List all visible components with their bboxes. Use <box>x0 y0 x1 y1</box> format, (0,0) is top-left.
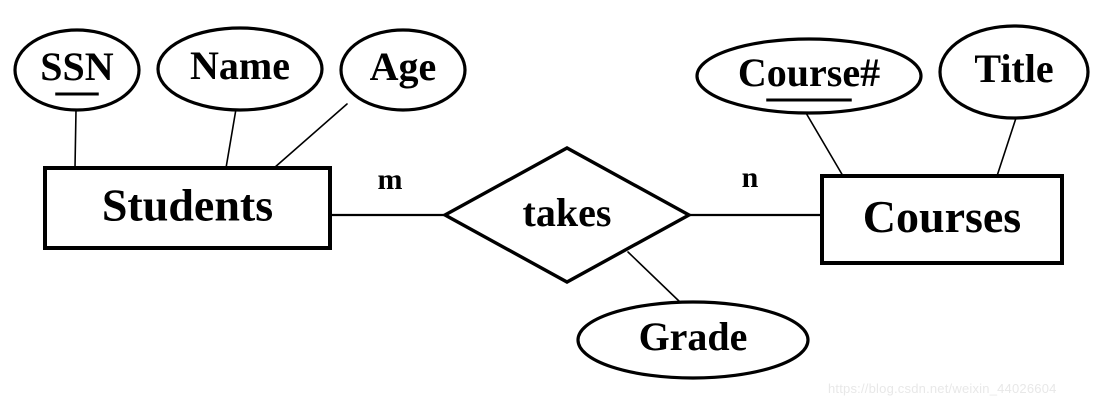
attribute-label-name: Name <box>190 43 290 88</box>
attribute-course-number[interactable]: Course# <box>695 37 923 115</box>
connector-name-students <box>225 108 237 169</box>
entity-box-students <box>43 166 332 250</box>
attribute-title[interactable]: Title <box>938 24 1090 120</box>
entity-box-courses <box>820 174 1064 265</box>
connectors-layer <box>74 103 1017 304</box>
attribute-ellipse-grade <box>576 300 810 380</box>
attribute-label-title: Title <box>974 46 1053 91</box>
attribute-age[interactable]: Age <box>339 28 467 112</box>
connector-title-courses <box>996 117 1017 177</box>
entities-layer: Students Courses <box>43 166 1064 265</box>
attribute-ellipse-title <box>938 24 1090 120</box>
relationship-takes[interactable]: takes <box>441 146 693 284</box>
attribute-grade[interactable]: Grade <box>576 300 810 380</box>
attribute-name[interactable]: Name <box>156 26 324 112</box>
attribute-ellipse-age <box>339 28 467 112</box>
entity-label-courses: Courses <box>863 191 1021 242</box>
cardinality-label-n: n <box>742 161 759 194</box>
attribute-label-grade: Grade <box>639 314 748 359</box>
connector-ssn-students <box>74 109 77 169</box>
watermark-url: https://blog.csdn.net/weixin_44026604 <box>828 381 1057 396</box>
connector-takes-grade <box>627 251 682 304</box>
attribute-ellipse-ssn <box>13 28 141 112</box>
relationships-layer: takes <box>441 146 693 284</box>
entity-students[interactable]: Students <box>43 166 332 250</box>
relationship-label-takes: takes <box>523 190 612 235</box>
attribute-ellipse-course-number <box>695 37 923 115</box>
attribute-ellipse-name <box>156 26 324 112</box>
attribute-label-age: Age <box>370 44 437 89</box>
connector-age-students <box>273 103 348 169</box>
attribute-label-course-number: Course# <box>738 50 880 95</box>
entity-courses[interactable]: Courses <box>820 174 1064 265</box>
attribute-label-ssn: SSN <box>40 44 113 89</box>
entity-label-students: Students <box>102 180 273 231</box>
cardinality-label-m: m <box>378 163 403 196</box>
attribute-ssn[interactable]: SSN <box>13 28 141 112</box>
relationship-diamond-takes <box>441 146 693 284</box>
connector-coursenum-courses <box>805 112 844 177</box>
